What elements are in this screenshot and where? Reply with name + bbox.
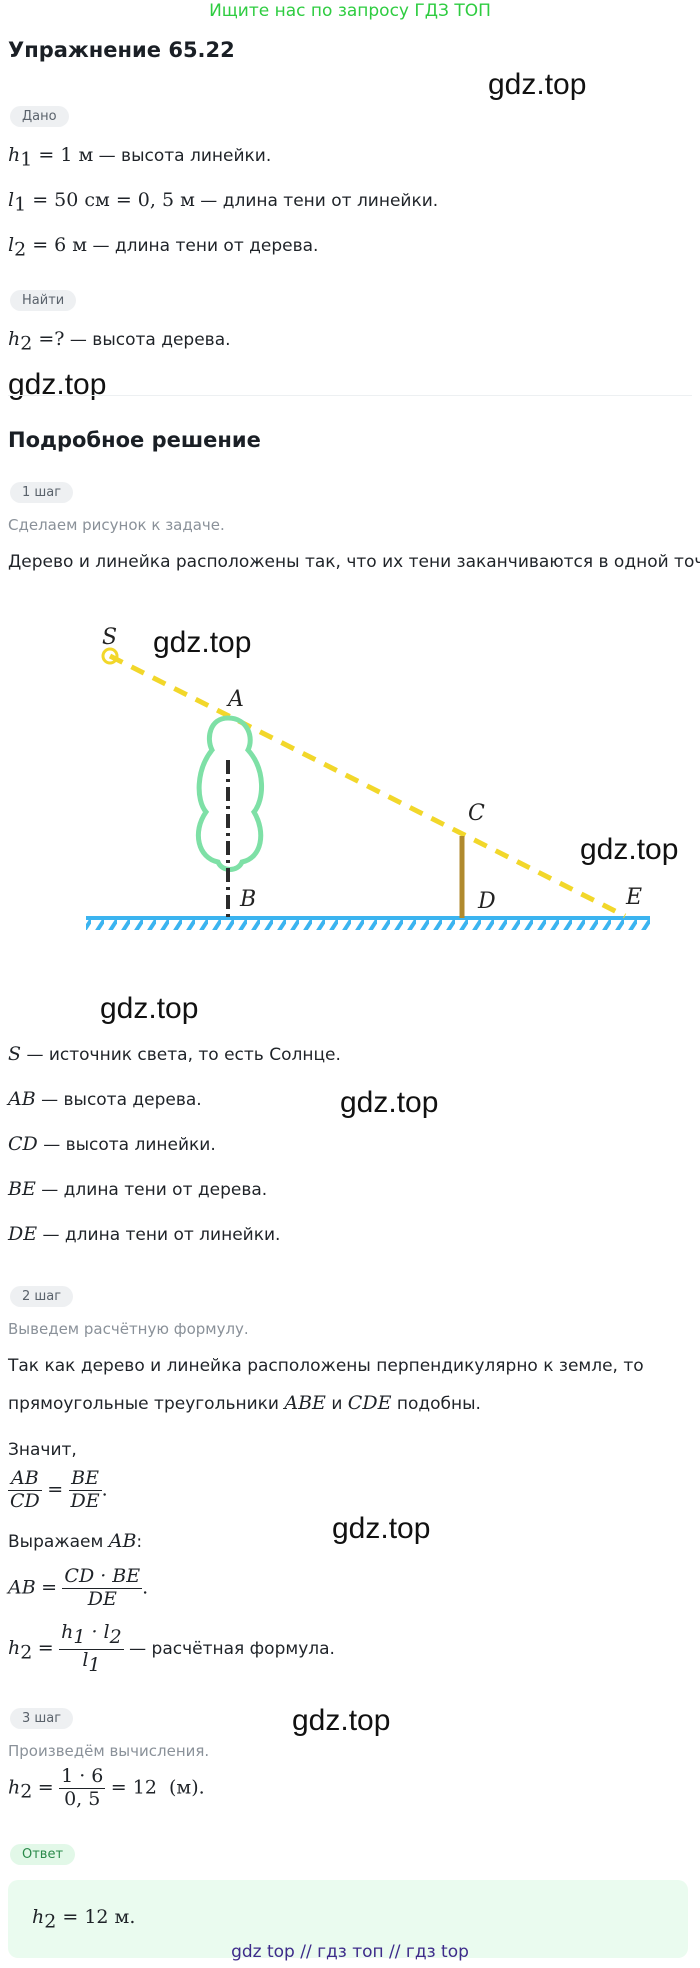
given-chip: Дано [10,106,69,127]
legend-DE: DE — длина тени от линейки. [8,1223,281,1245]
given-h1-text: — высота линейки. [98,146,272,166]
legend-S: S — источник света, то есть Солнце. [8,1043,341,1065]
step2-text2c: подобны. [396,1394,481,1414]
label-S: S [102,625,117,650]
watermark: gdz.top [153,626,252,659]
step2-hint: Выведем расчётную формулу. [8,1320,249,1338]
answer-value: h2 = 12 м. [32,1906,136,1933]
label-B: B [239,887,256,912]
watermark: gdz.top [332,1512,431,1545]
legend-CD-text: — высота линейки. [43,1135,216,1155]
divider [8,395,692,396]
legend-BE-text: — длина тени от дерева. [41,1180,268,1200]
label-D: D [477,889,496,914]
express-line: Выражаем AB: [8,1530,143,1552]
legend-S-text: — источник света, то есть Солнце. [26,1045,341,1065]
label-E: E [625,885,642,910]
step1-hint: Сделаем рисунок к задаче. [8,516,225,534]
given-l2: l2 = 6 м — длина тени от дерева. [8,234,319,261]
step2-text1: Так как дерево и линейка расположены пер… [8,1356,644,1376]
ground-hatch [86,920,650,930]
given-l1-text: — длина тени от линейки. [200,191,439,211]
legend-AB: AB — высота дерева. [8,1088,202,1110]
watermark: gdz.top [292,1704,391,1737]
given-l2-text: — длина тени от дерева. [92,236,319,256]
search-banner: Ищите нас по запросу ГДЗ ТОП [209,1,491,21]
legend-CD: CD — высота линейки. [8,1133,216,1155]
watermark: gdz.top [340,1086,439,1119]
shadow-diagram: S A B C D E [86,625,650,930]
solution-title: Подробное решение [8,428,261,452]
page-title: Упражнение 65.22 [8,38,235,62]
watermark: gdz.top [580,833,679,866]
label-A: A [226,687,244,712]
footer-links[interactable]: gdz top // гдз топ // гдз top [231,1942,469,1962]
step3-hint: Произведём вычисления. [8,1742,210,1760]
formula-tail: — расчётная формула. [129,1639,335,1660]
legend-AB-text: — высота дерева. [41,1090,202,1110]
given-h1: h1 = 1 м — высота линейки. [8,144,272,171]
legend-DE-text: — длина тени от линейки. [42,1225,281,1245]
step1-chip: 1 шаг [10,482,74,503]
label-C: C [468,801,485,826]
express-text: Выражаем [8,1532,104,1552]
answer-chip: Ответ [10,1844,76,1865]
sun-icon [101,647,119,665]
sun-ray [108,653,627,919]
watermark: gdz.top [100,992,199,1025]
find-chip: Найти [10,290,77,311]
step2-text2b: и [331,1394,343,1414]
step2-znachit: Значит, [8,1440,77,1460]
step1-text: Дерево и линейка расположены так, что их… [8,552,700,572]
step3-chip: 3 шаг [10,1708,74,1729]
find-text: — высота дерева. [69,330,231,350]
step2-chip: 2 шаг [10,1286,74,1307]
watermark: gdz.top [8,368,107,401]
find-h2: h2 =? — высота дерева. [8,328,231,355]
step2-text2: прямоугольные треугольники ABE и CDE под… [8,1392,481,1414]
answer-box [8,1880,688,1958]
given-l1: l1 = 50 см = 0, 5 м — длина тени от лине… [8,189,439,216]
watermark: gdz.top [488,68,587,101]
step2-text2a: прямоугольные треугольники [8,1394,279,1414]
legend-BE: BE — длина тени от дерева. [8,1178,268,1200]
